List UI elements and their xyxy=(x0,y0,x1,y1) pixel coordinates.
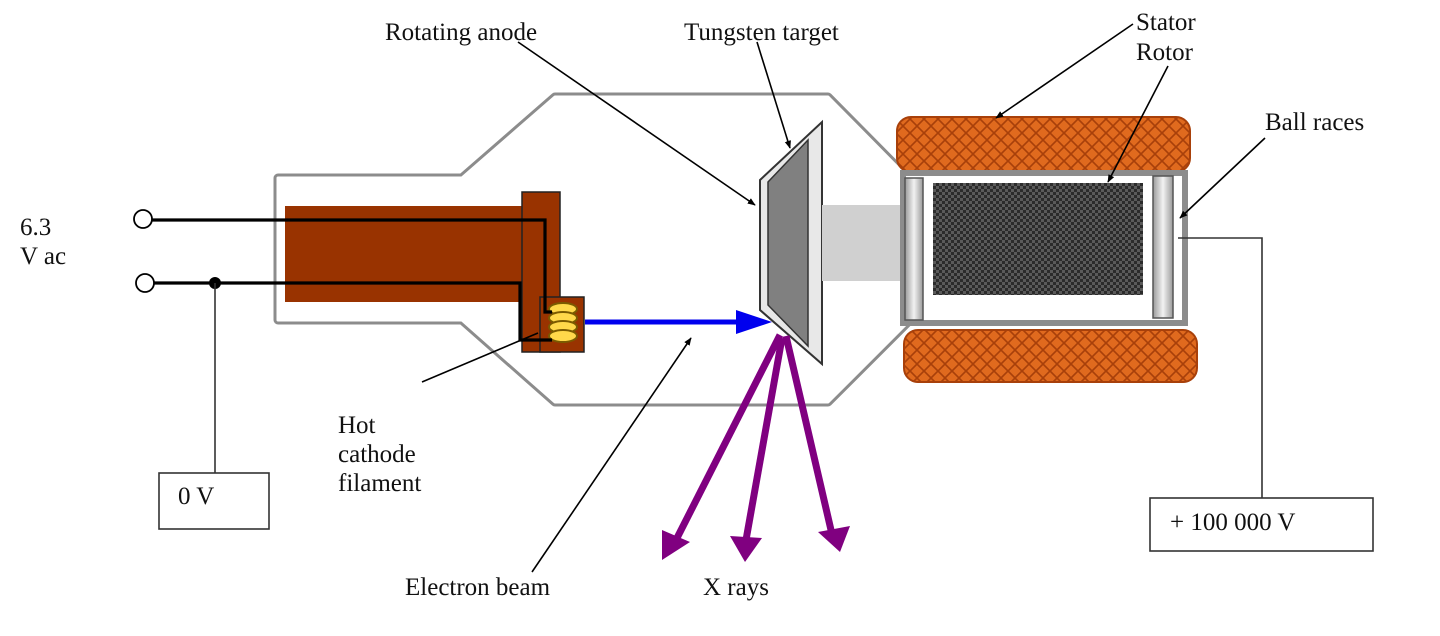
label-ball-races: Ball races xyxy=(1265,109,1364,136)
label-hot-cathode-3: filament xyxy=(338,470,421,497)
label-supply-voltage-2: V ac xyxy=(20,243,66,270)
label-x-rays: X rays xyxy=(703,574,769,601)
label-tungsten-target: Tungsten target xyxy=(684,19,839,46)
label-zero-volt: 0 V xyxy=(178,483,214,510)
ball-race-right xyxy=(1152,175,1174,319)
x-ray-arrows xyxy=(662,333,850,562)
label-hot-cathode-2: cathode xyxy=(338,441,416,468)
label-high-voltage: + 100 000 V xyxy=(1170,509,1295,536)
stator-bottom xyxy=(903,329,1198,383)
label-rotor: Rotor xyxy=(1136,39,1194,66)
label-rotating-anode: Rotating anode xyxy=(385,19,537,46)
label-hot-cathode-1: Hot xyxy=(338,412,376,439)
label-supply-voltage-1: 6.3 xyxy=(20,214,51,241)
cathode-block xyxy=(285,206,525,302)
high-voltage-wire xyxy=(1178,237,1263,498)
anode-shaft xyxy=(822,205,904,281)
supply-terminal-top xyxy=(133,209,153,229)
zero-volt-box xyxy=(158,472,270,530)
supply-wires xyxy=(152,218,552,342)
tungsten-target xyxy=(767,138,809,348)
high-voltage-box xyxy=(1149,497,1374,552)
label-stator: Stator xyxy=(1136,9,1196,36)
supply-terminal-bottom xyxy=(135,273,155,293)
electron-beam-arrow xyxy=(585,310,772,334)
rotor-core xyxy=(933,183,1143,295)
leader-lines xyxy=(421,23,1266,573)
stator-top xyxy=(896,116,1191,173)
filament-coil xyxy=(548,302,578,343)
ball-race-left xyxy=(904,177,924,321)
label-electron-beam: Electron beam xyxy=(405,574,551,601)
